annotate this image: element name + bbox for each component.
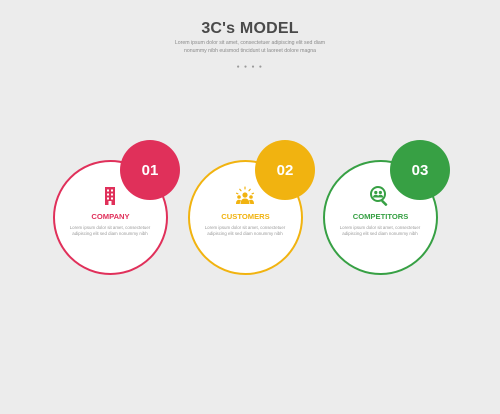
step-number-badge: 01 (120, 140, 180, 200)
search-people-icon (370, 186, 388, 206)
step-label: COMPANY (91, 212, 130, 221)
team-icon (235, 186, 255, 204)
page-title: 3C's MODEL (201, 20, 299, 37)
building-icon (105, 187, 115, 205)
pagination-dots: ● ● ● ● (236, 64, 264, 70)
step-description: Lorem ipsum dolor sit amet, consectetuer… (69, 225, 151, 237)
step-label: COMPETITORS (352, 212, 409, 221)
step-description: Lorem ipsum dolor sit amet, consectetuer… (339, 225, 421, 237)
step-label: CUSTOMERS (221, 212, 270, 221)
step-number-badge: 03 (390, 140, 450, 200)
step-description: Lorem ipsum dolor sit amet, consectetuer… (204, 225, 286, 237)
step-number-badge: 02 (255, 140, 315, 200)
page-subtitle: Lorem ipsum dolor sit amet, consectetuer… (174, 40, 326, 54)
